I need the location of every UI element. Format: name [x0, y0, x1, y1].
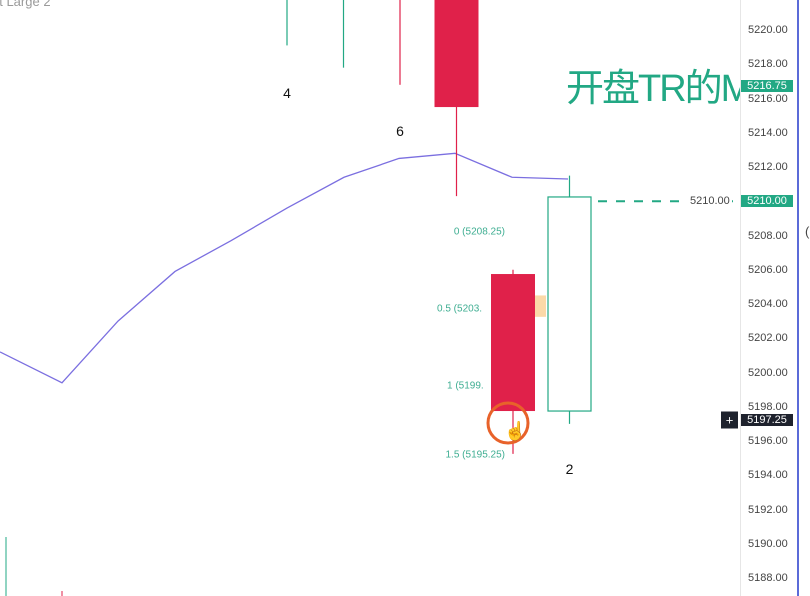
- price-tick-label: 5216.00: [748, 92, 788, 105]
- price-label: 5216.75: [741, 79, 793, 92]
- price-label: 5210.00: [741, 195, 793, 208]
- axis-border: [797, 0, 799, 596]
- bar-count-label: 2: [565, 461, 574, 477]
- hand-cursor-icon: ☝: [504, 420, 526, 442]
- price-tick-label: 5194.00: [748, 469, 788, 482]
- chart-annotation-text[interactable]: 开盘TR的M: [566, 68, 740, 110]
- price-tick-label: 5212.00: [748, 161, 788, 173]
- price-tick-label: 5198.00: [748, 400, 788, 413]
- price-tick-label: 5202.00: [748, 332, 788, 345]
- fib-level-label: 0 (5208.25): [453, 226, 505, 238]
- bar-count-label: 4: [283, 85, 291, 101]
- candle-body: [547, 196, 592, 412]
- cursor-highlight: [486, 401, 530, 445]
- price-tick-label: 5220.00: [748, 24, 788, 36]
- price-tick-label: 5200.00: [748, 366, 788, 379]
- fib-level-label: 1.5 (5195.25): [445, 449, 506, 461]
- fib-level-label: 0.5 (5203.: [437, 303, 483, 315]
- price-tick-label: 5208.00: [748, 229, 788, 242]
- indicator-title: nt Large 2: [0, 0, 51, 9]
- price-tick-label: 5214.00: [748, 126, 788, 139]
- add-crosshair-button[interactable]: +: [721, 411, 738, 429]
- edge-text: (: [805, 224, 810, 239]
- fib-level-label: 1 (5199.: [447, 380, 484, 392]
- moving-average-line: [0, 152, 569, 384]
- price-label: 5197.25: [741, 413, 793, 426]
- candle-body: [491, 274, 535, 412]
- price-tick-label: 5192.00: [748, 503, 788, 516]
- price-tick-label: 5204.00: [748, 298, 788, 310]
- price-tick-label: 5210.00: [688, 195, 732, 208]
- price-tick-label: 5190.00: [748, 537, 788, 550]
- price-tick-label: 5196.00: [748, 435, 788, 447]
- fvg-zone: [534, 295, 546, 317]
- price-tick-label: 5206.00: [748, 263, 788, 276]
- price-tick-label: 5218.00: [748, 58, 788, 71]
- candle-body: [434, 0, 479, 108]
- bar-count-label: 6: [396, 123, 404, 139]
- price-axis[interactable]: [740, 0, 798, 596]
- price-tick-label: 5188.00: [748, 572, 788, 584]
